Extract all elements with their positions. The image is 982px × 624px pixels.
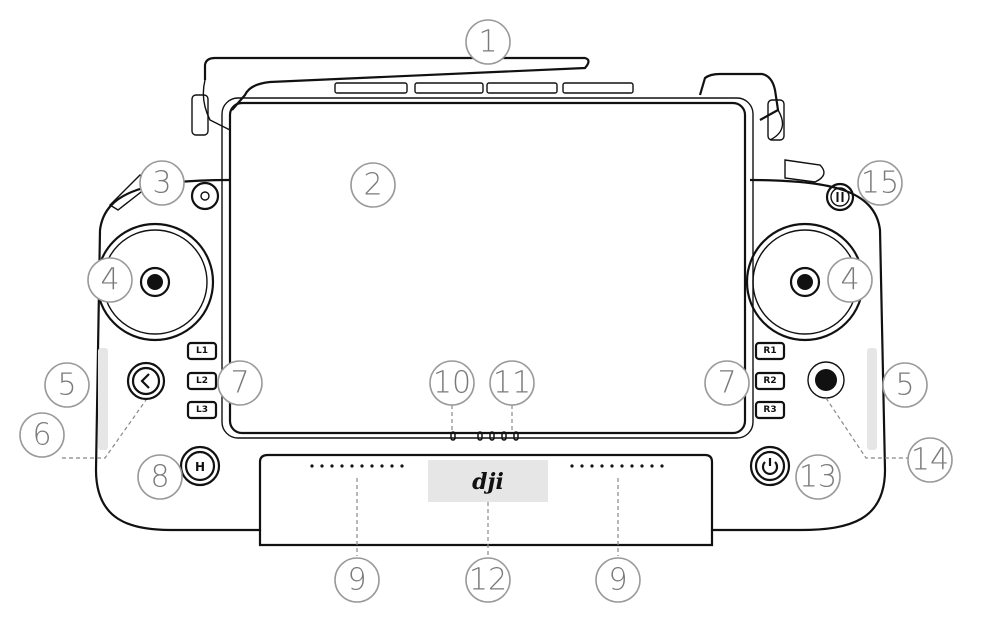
record-dial-right[interactable] [784,159,825,183]
callout-14: 14 [907,437,953,483]
callout-15: 15 [857,160,903,206]
svg-text:15: 15 [861,166,899,201]
svg-text:7: 7 [717,366,736,401]
status-led [450,431,456,441]
antenna-handle [203,56,590,111]
flight-pause-button-left[interactable] [190,181,220,211]
callout-5-left: 5 [44,362,90,408]
svg-text:9: 9 [347,563,366,598]
callout-13: 13 [795,454,841,500]
svg-text:1: 1 [478,25,497,60]
callout-6: 6 [19,412,65,458]
svg-text:4: 4 [840,263,859,298]
svg-text:10: 10 [433,366,471,401]
svg-text:5: 5 [895,368,914,403]
svg-text:L1: L1 [196,346,208,356]
r3-button[interactable]: R3 [754,400,786,420]
battery-level-leds [477,431,519,441]
svg-text:R2: R2 [763,376,776,386]
l1-button[interactable]: L1 [186,341,218,361]
controller-body [94,178,887,532]
svg-text:8: 8 [150,460,169,495]
power-button[interactable] [749,445,791,487]
grip-area-left [98,348,108,450]
handle-hinge-right [769,109,784,141]
screen-bezel [221,97,754,439]
svg-text:9: 9 [608,563,627,598]
r1-button[interactable]: R1 [754,341,786,361]
touchscreen[interactable] [228,101,747,435]
callout-11: 11 [489,360,535,406]
l3-button[interactable]: L3 [186,400,218,420]
pause-button[interactable] [825,182,855,212]
svg-text:7: 7 [230,366,249,401]
back-button[interactable] [126,361,166,401]
right-control-stick[interactable] [745,222,865,342]
callout-4-right: 4 [827,257,873,303]
leader-14 [825,397,908,459]
five-d-button[interactable] [807,361,845,399]
svg-text:L3: L3 [196,405,208,415]
callout-12: 12 [465,557,511,603]
svg-text:R1: R1 [763,346,776,356]
antenna-handle-right [698,72,780,121]
top-ports [334,82,634,94]
svg-text:L2: L2 [196,376,208,386]
svg-text:6: 6 [32,418,51,453]
svg-text:11: 11 [493,366,531,401]
callout-2: 2 [350,162,396,208]
leader-6 [62,399,147,459]
handle-hinge-left [202,79,231,131]
dji-logo: dji [472,469,504,495]
callout-5-right: 5 [882,362,928,408]
svg-text:14: 14 [911,443,949,478]
logo-panel [428,460,548,502]
speaker-left [310,464,404,468]
svg-text:2: 2 [363,168,382,203]
grip-area-right [867,348,877,450]
l2-button[interactable]: L2 [186,371,218,391]
svg-text:4: 4 [100,263,119,298]
svg-text:3: 3 [152,166,171,201]
callout-7-left: 7 [217,360,263,406]
callout-1: 1 [465,19,511,65]
callout-9-left: 9 [334,557,380,603]
battery-compartment [258,530,714,547]
callout-10: 10 [429,360,475,406]
callout-4-left: 4 [87,257,133,303]
left-dial[interactable] [191,94,209,136]
svg-text:5: 5 [57,368,76,403]
r2-button[interactable]: R2 [754,371,786,391]
return-to-home-button[interactable]: H [179,445,221,487]
callout-8: 8 [137,454,183,500]
svg-text:H: H [195,460,205,474]
svg-text:12: 12 [469,563,507,598]
right-dial[interactable] [767,99,785,141]
speaker-right [570,464,664,468]
callout-3: 3 [139,160,185,206]
callout-7-right: 7 [704,360,750,406]
callout-9-right: 9 [595,557,641,603]
svg-text:13: 13 [799,460,837,495]
svg-text:R3: R3 [763,405,776,415]
